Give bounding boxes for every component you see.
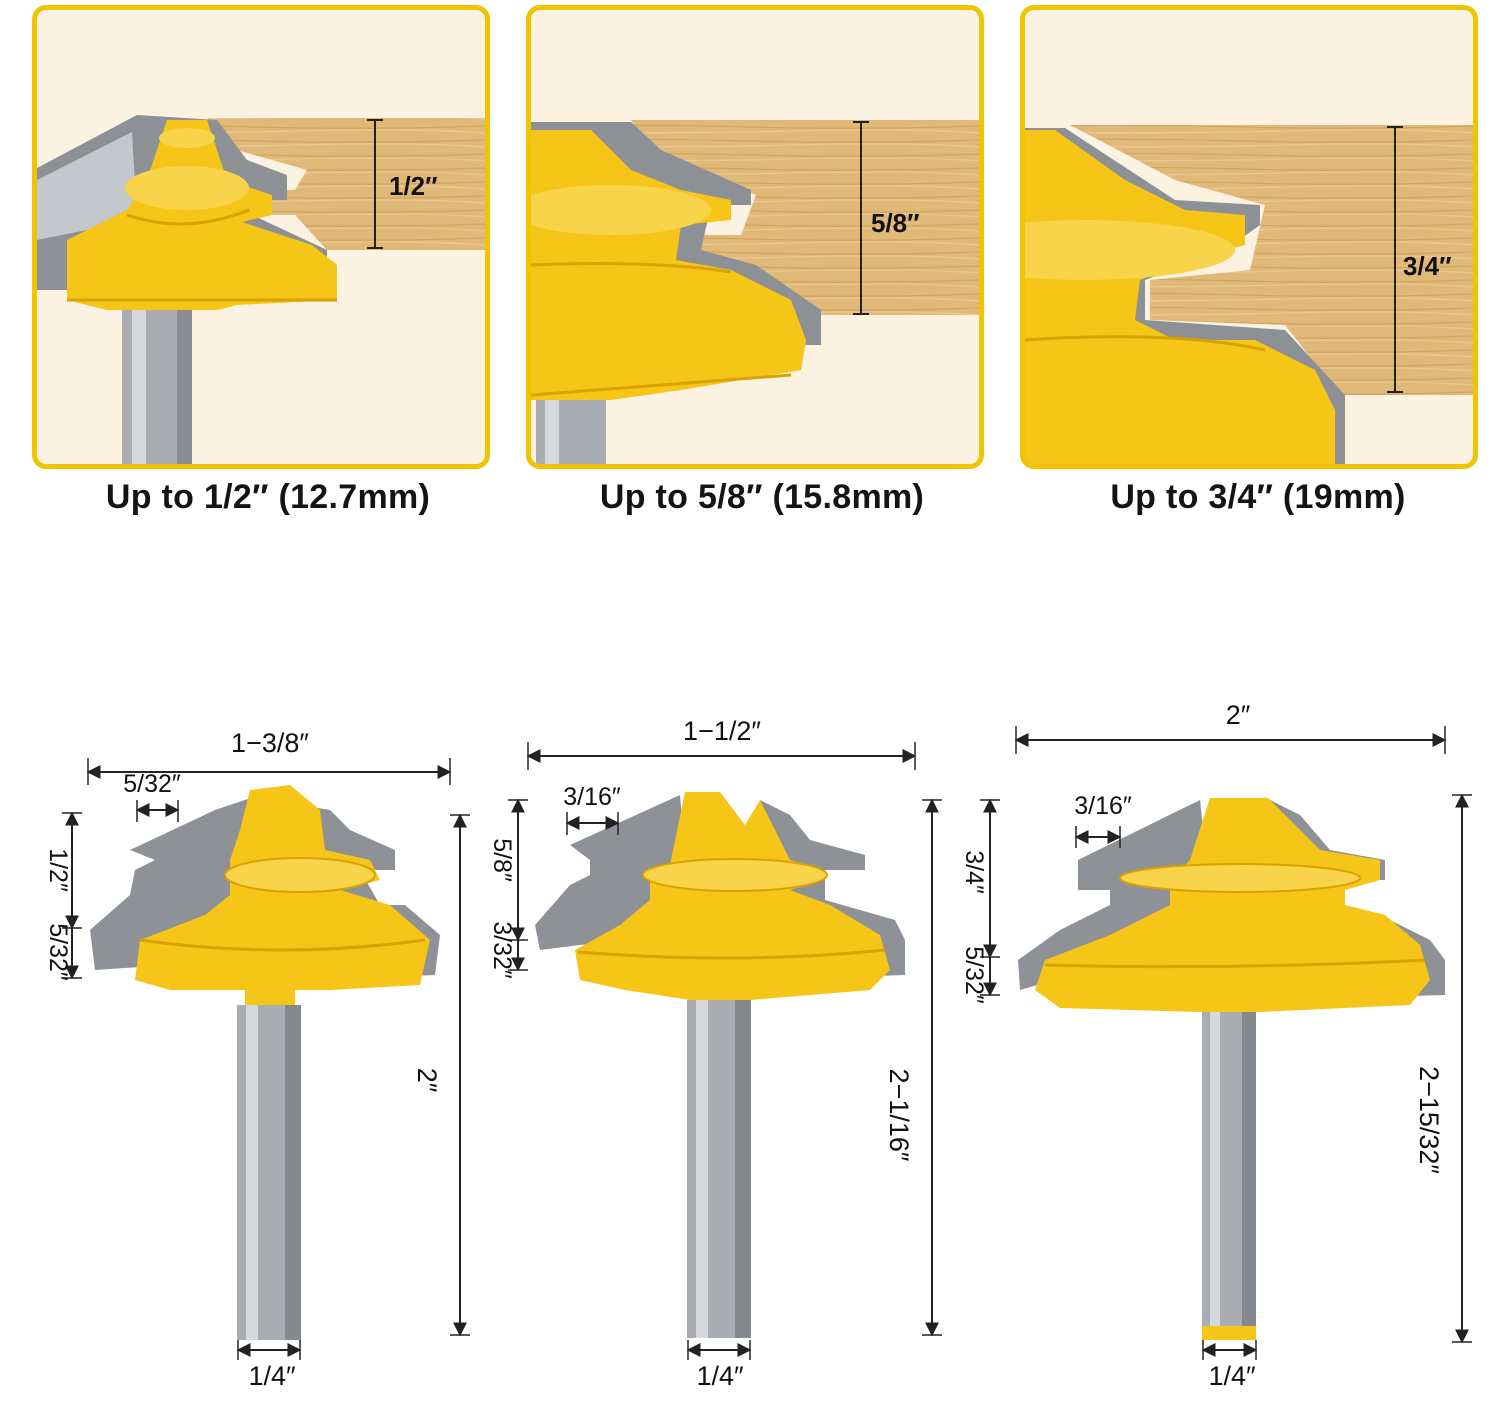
bit-body bbox=[1035, 798, 1430, 1012]
bit-2-width-label: 1−1/2″ bbox=[683, 716, 761, 746]
bit-1-shank-label: 1/4″ bbox=[248, 1361, 296, 1391]
cut-illustration-1: 1/2″ bbox=[37, 115, 485, 464]
bit-3-width-label: 2″ bbox=[1226, 700, 1251, 730]
wood-board bbox=[1070, 125, 1473, 395]
caption-1: Up to 1/2″ (12.7mm) bbox=[105, 478, 431, 516]
bit-3-shank-label: 1/4″ bbox=[1208, 1361, 1256, 1391]
bit-dimension-diagrams: 1−3/8″ 5/32″ 1/2″ 5/32″ 2″ 1/4″ 1−1/ bbox=[44, 700, 1472, 1391]
bit-1-length-label: 2″ bbox=[412, 1068, 442, 1093]
bit-2-tongue-label: 3/16″ bbox=[563, 783, 621, 811]
bit-2-length-label: 2−1/16″ bbox=[884, 1069, 914, 1162]
bit-3-tongue-label: 3/16″ bbox=[1074, 792, 1132, 820]
caption-3: Up to 3/4″ (19mm) bbox=[1110, 478, 1406, 516]
wood-board bbox=[631, 120, 979, 315]
caption-2: Up to 5/8″ (15.8mm) bbox=[599, 478, 925, 516]
bit-1-width-label: 1−3/8″ bbox=[231, 728, 309, 758]
panel-3-height-label: 3/4″ bbox=[1403, 251, 1452, 281]
bit-body bbox=[135, 785, 430, 1005]
cut-panel-2: 5/8″ bbox=[526, 5, 984, 469]
bit-body bbox=[1025, 130, 1335, 464]
bit-3-cut-height-label: 3/4″ bbox=[960, 850, 988, 894]
bit-3: 2″ 3/16″ 3/4″ 5/32″ 2−15/32″ 1/4″ bbox=[960, 700, 1472, 1391]
bit-3-bottom-step-label: 5/32″ bbox=[960, 946, 988, 1004]
cut-panel-3: 3/4″ bbox=[1020, 5, 1478, 469]
cut-panel-1: 1/2″ bbox=[32, 5, 490, 469]
wood-board bbox=[207, 118, 485, 250]
bit-body bbox=[67, 120, 337, 310]
bit-body bbox=[575, 792, 890, 1000]
bit-2-shank-label: 1/4″ bbox=[696, 1361, 744, 1391]
bit-2-bottom-step-label: 3/32″ bbox=[488, 921, 516, 979]
bit-1-bottom-step-label: 5/32″ bbox=[44, 923, 72, 981]
panel-1-height-label: 1/2″ bbox=[389, 171, 438, 201]
bit-3-length-label: 2−15/32″ bbox=[1414, 1066, 1444, 1174]
cut-illustration-3: 3/4″ bbox=[1025, 125, 1473, 464]
bit-1-tongue-label: 5/32″ bbox=[123, 770, 181, 798]
cut-illustration-2: 5/8″ bbox=[531, 120, 979, 464]
panel-2-height-label: 5/8″ bbox=[871, 208, 920, 238]
bit-1-cut-height-label: 1/2″ bbox=[44, 848, 72, 892]
bit-2: 1−1/2″ 3/16″ 5/8″ 3/32″ 2−1/16″ 1/4″ bbox=[488, 716, 942, 1391]
bit-1: 1−3/8″ 5/32″ 1/2″ 5/32″ 2″ 1/4″ bbox=[44, 728, 470, 1391]
bit-2-cut-height-label: 5/8″ bbox=[488, 838, 516, 882]
